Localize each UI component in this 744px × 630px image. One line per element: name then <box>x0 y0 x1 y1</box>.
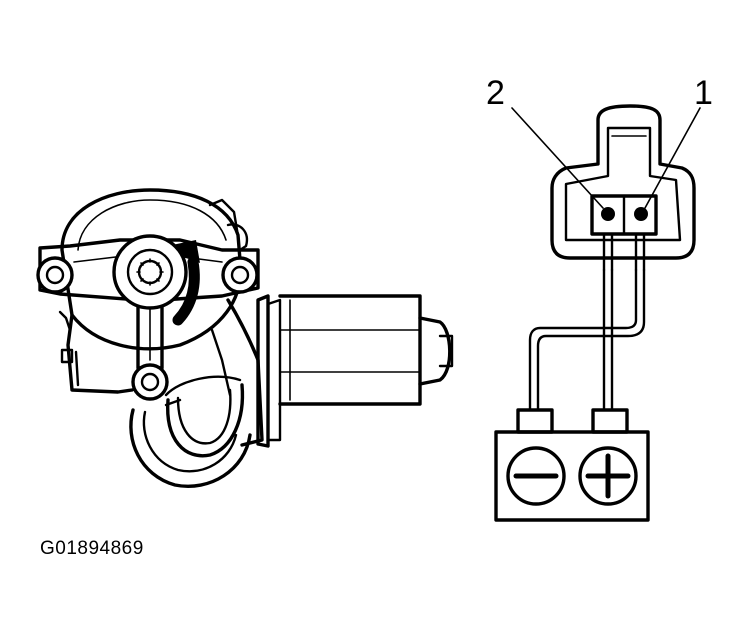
test-leads <box>528 268 646 412</box>
figure-id: G01894869 <box>40 538 144 559</box>
pin-2 <box>601 207 615 221</box>
battery-positive-post <box>591 408 629 434</box>
connector <box>550 104 696 272</box>
pin-1-label: 1 <box>694 74 713 112</box>
pin-2-label: 2 <box>486 74 505 112</box>
battery-negative-post <box>516 408 554 434</box>
rotation-arrow-head <box>172 240 200 263</box>
pin-1-leader <box>644 107 701 209</box>
plus-terminal-icon <box>578 446 638 506</box>
minus-terminal-icon <box>506 446 566 506</box>
window-motor <box>36 188 454 488</box>
battery <box>494 408 650 522</box>
battery-body <box>494 430 650 522</box>
pin-2-leader <box>511 107 604 209</box>
pin-1 <box>634 207 648 221</box>
